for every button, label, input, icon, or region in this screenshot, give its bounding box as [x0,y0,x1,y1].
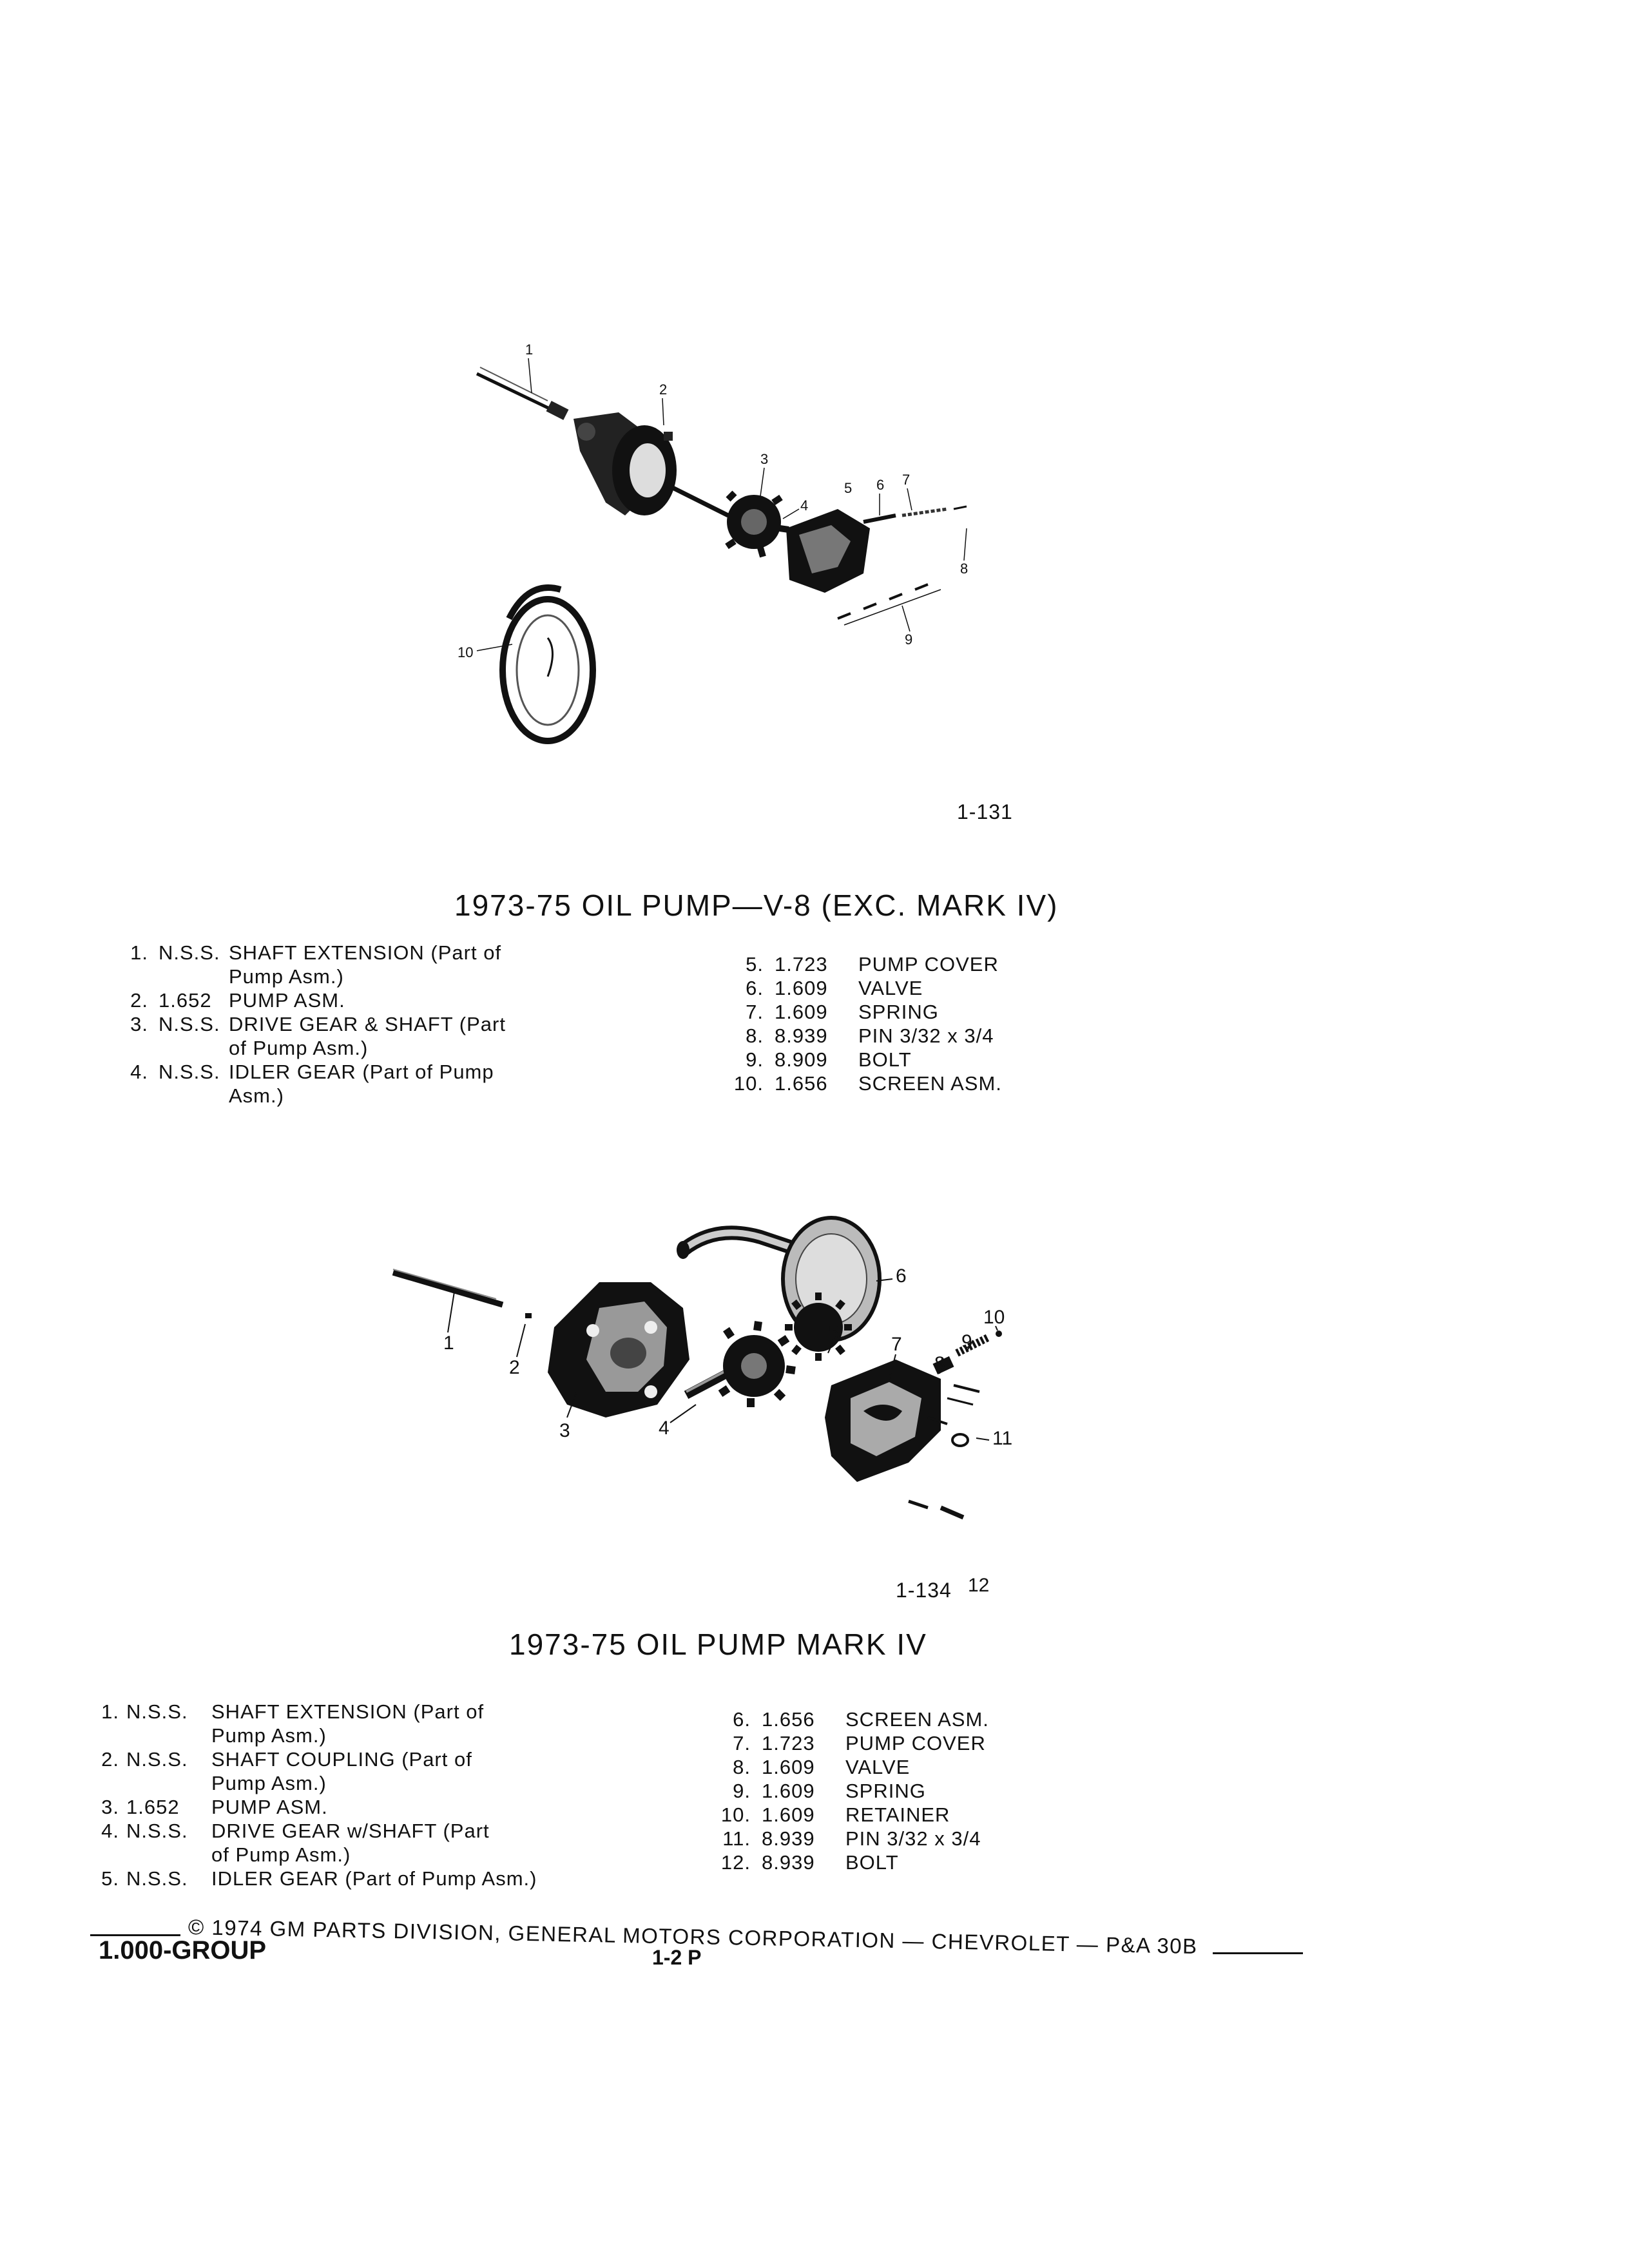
callout-9: 9 [961,1331,972,1352]
drive-gear-part [684,1321,796,1407]
list-item: 7. 1.723 PUMP COVER [733,1732,986,1754]
list-item-continuation: Asm.) [229,1084,284,1107]
callout-5: 5 [844,480,852,496]
callout-5: 5 [828,1322,839,1343]
pump-cover-part [825,1360,941,1482]
list-item-continuation: of Pump Asm.) [229,1037,369,1059]
list-item: 3. N.S.S. DRIVE GEAR & SHAFT (Part [130,1013,506,1035]
list-item: 6. 1.609 VALVE [746,977,923,999]
list-item: 7. 1.609 SPRING [746,1001,939,1023]
list-item: 12. 8.939 BOLT [720,1851,899,1874]
screen-assembly-part [677,1216,882,1342]
list-item: 10. 1.609 RETAINER [720,1803,950,1826]
callout-10: 10 [983,1307,1005,1328]
list-item: 5. N.S.S. IDLER GEAR (Part of Pump Asm.) [101,1867,537,1890]
list-item: 2. 1.652 PUMP ASM. [130,989,345,1012]
list-item-continuation: Pump Asm.) [229,965,344,988]
callout-3: 3 [559,1420,570,1441]
callout-8: 8 [960,561,968,577]
figure-1-exploded-view: 1 2 3 4 5 6 7 8 9 10 [458,341,968,744]
bolts-part [908,1384,980,1520]
callout-4: 4 [659,1418,670,1439]
list-item-continuation: Pump Asm.) [211,1772,327,1794]
callout-6: 6 [876,477,884,493]
footer-rule-left [90,1934,180,1936]
footer-group: 1.000-GROUP [99,1936,267,1965]
list-item: 9. 8.909 BOLT [746,1048,912,1071]
shaft-extension-part [392,1269,504,1308]
list-item: 1. N.S.S. SHAFT EXTENSION (Part of [130,941,502,964]
callout-2: 2 [659,381,667,398]
figure-2-title: 1973-75 OIL PUMP MARK IV [509,1628,927,1661]
list-item: 9. 1.609 SPRING [733,1780,926,1802]
list-item: 4. N.S.S. DRIVE GEAR w/SHAFT (Part [101,1820,490,1842]
figure-1-parts-list-left: 1. N.S.S. SHAFT EXTENSION (Part of Pump … [97,941,548,1108]
callout-1: 1 [443,1332,454,1354]
list-item: 6. 1.656 SCREEN ASM. [733,1708,989,1731]
figure-2-parts-list-left: 1. N.S.S. SHAFT EXTENSION (Part of Pump … [84,1700,574,1906]
callout-7: 7 [902,472,910,488]
pump-body-part [574,412,677,515]
pump-body-part [548,1282,689,1418]
list-item-continuation: Pump Asm.) [211,1724,327,1747]
footer-rule-right [1213,1952,1303,1954]
figure-2-callouts: 1 2 3 4 5 6 7 8 9 10 11 12 [443,1265,1012,1596]
callout-4: 4 [800,497,808,514]
valve-spring-parts [932,1331,1002,1375]
figure-1-parts-list-right: 5. 1.723 PUMP COVER 6. 1.609 VALVE 7. 1.… [715,952,1076,1100]
callout-1: 1 [525,341,533,358]
callout-9: 9 [905,631,912,648]
callout-10: 10 [458,644,473,660]
callout-12: 12 [968,1575,989,1596]
list-item: 2. N.S.S. SHAFT COUPLING (Part of [101,1748,472,1771]
screen-assembly-part [499,584,596,744]
callout-11: 11 [992,1428,1012,1449]
list-item: 5. 1.723 PUMP COVER [746,953,999,975]
list-item-continuation: of Pump Asm.) [211,1843,351,1866]
list-item: 8. 8.939 PIN 3/32 x 3/4 [746,1024,994,1047]
list-item: 10. 1.656 SCREEN ASM. [733,1072,1002,1095]
list-item: 8. 1.609 VALVE [733,1756,911,1778]
figure-2-parts-list-right: 6. 1.656 SCREEN ASM. 7. 1.723 PUMP COVER… [702,1707,1076,1881]
list-item: 11. 8.939 PIN 3/32 x 3/4 [722,1827,981,1850]
list-item: 4. N.S.S. IDLER GEAR (Part of Pump [130,1061,494,1083]
list-item: 1. N.S.S. SHAFT EXTENSION (Part of [101,1700,485,1723]
callout-2: 2 [509,1357,520,1378]
bolts-part [837,583,941,632]
pump-cover-part [786,509,870,593]
drive-gear-part [662,481,789,558]
shaft-coupling-part [525,1313,532,1318]
shaft-extension-part [476,367,569,420]
footer-page-number: 1-2 P [652,1946,702,1969]
callout-7: 7 [891,1334,902,1355]
figure-1-callouts: 1 2 3 4 5 6 7 8 9 10 [458,341,968,660]
callout-3: 3 [760,451,768,467]
list-item: 3. 1.652 PUMP ASM. [101,1796,328,1818]
figure-1-number: 1-131 [957,800,1013,823]
figure-1-title: 1973-75 OIL PUMP—V-8 (EXC. MARK IV) [454,889,1059,922]
idler-gear-part [785,1293,852,1361]
figure-2-number: 1-134 [896,1579,952,1602]
callout-6: 6 [896,1265,907,1287]
valve-spring-parts [863,505,967,524]
figure-2-exploded-view: 1 2 3 4 5 6 7 8 9 10 11 12 [392,1216,1012,1596]
